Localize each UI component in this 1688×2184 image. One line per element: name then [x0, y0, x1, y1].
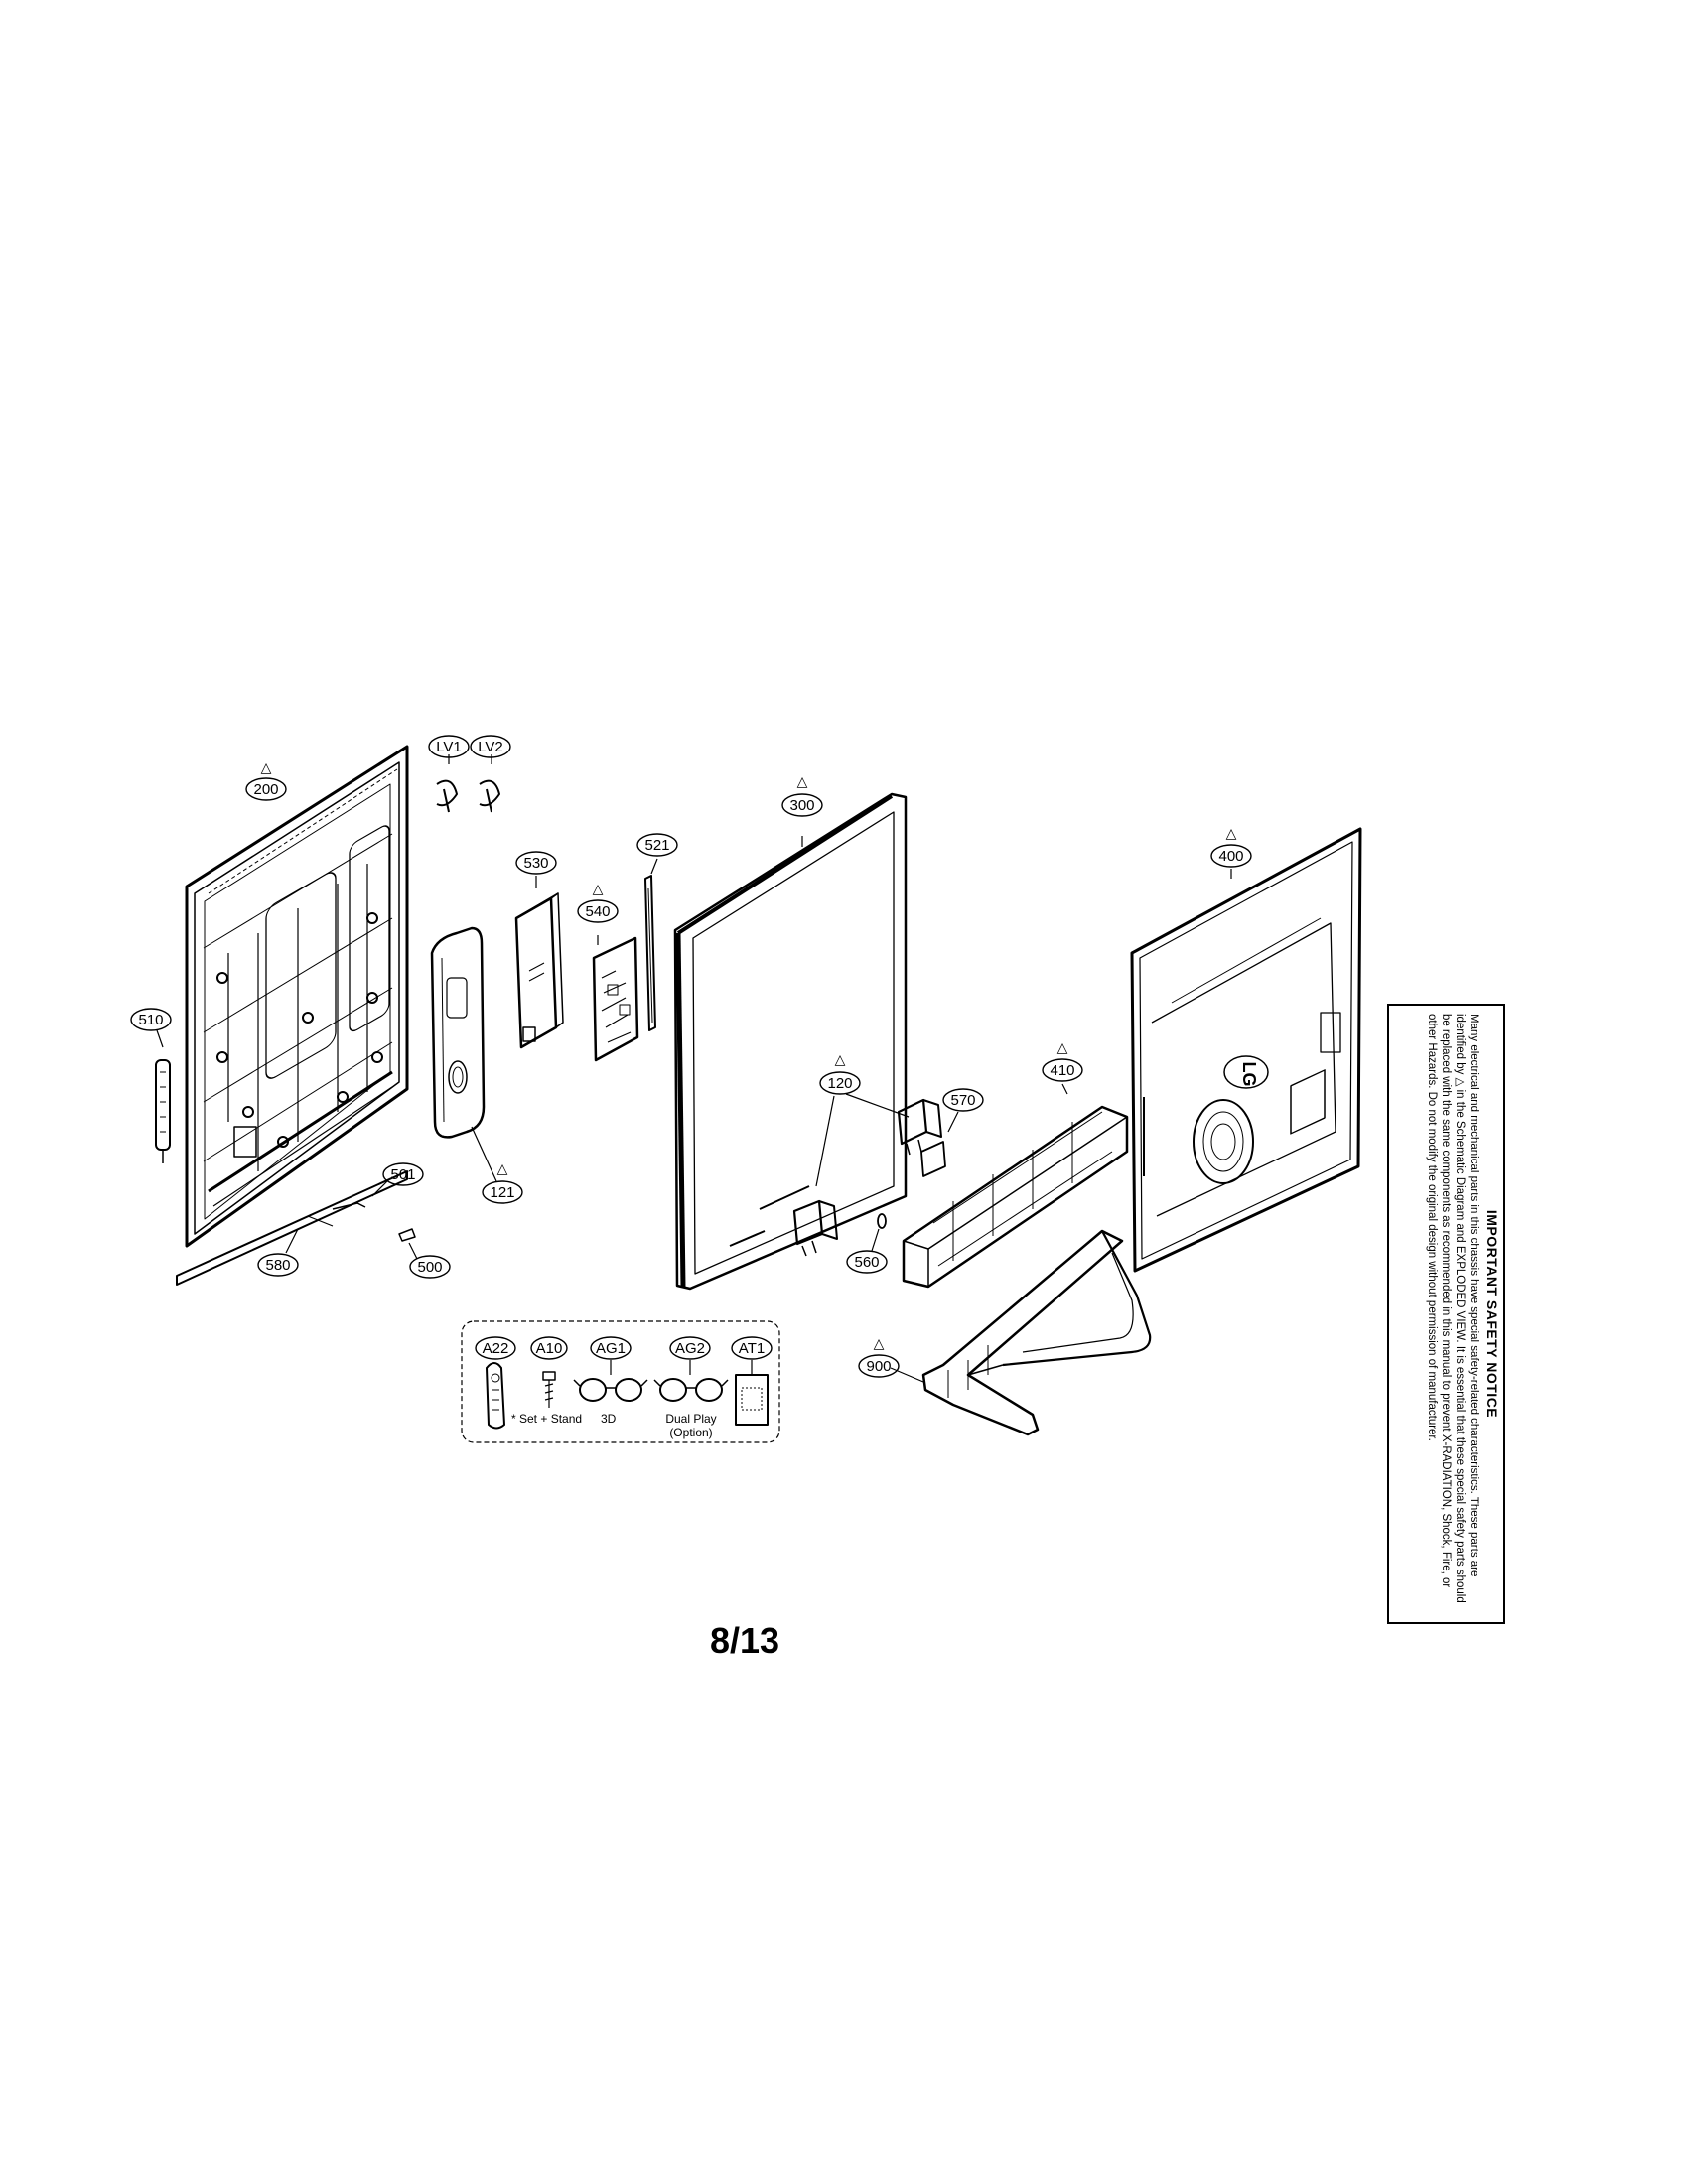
caption-set-stand: * Set + Stand	[511, 1412, 582, 1426]
callout-400: 400	[1218, 848, 1243, 865]
warning-icon: △	[593, 881, 604, 896]
caption-dual-play: Dual Play	[665, 1412, 716, 1426]
part-ag2-glasses-dual-play	[653, 1360, 729, 1402]
callout-410: 410	[1050, 1062, 1074, 1079]
callout-ovals	[130, 735, 1252, 1378]
callout-lv1: LV1	[436, 739, 462, 755]
caption-3d: 3D	[601, 1412, 617, 1426]
warning-icon: △	[835, 1051, 846, 1067]
page-number: 8/13	[709, 1620, 780, 1661]
part-120-brackets	[792, 1093, 942, 1257]
part-121-board-cover	[430, 926, 497, 1182]
part-200-chassis-frame	[185, 745, 409, 1248]
part-a22-remote	[486, 1362, 505, 1430]
callout-570: 570	[950, 1092, 975, 1109]
warning-icon: △	[261, 759, 272, 775]
caption-option: (Option)	[669, 1426, 712, 1439]
part-a10-screw	[542, 1371, 556, 1408]
warning-icon: △	[1057, 1039, 1068, 1055]
part-900-stand-base	[890, 1229, 1152, 1436]
callout-300: 300	[789, 797, 814, 814]
callout-at1: AT1	[739, 1340, 765, 1357]
callout-ag2: AG2	[675, 1340, 705, 1357]
safety-notice-title: IMPORTANT SAFETY NOTICE	[1484, 1209, 1500, 1419]
part-at1-manual	[735, 1360, 769, 1426]
callout-530: 530	[523, 855, 548, 872]
part-521-strip-board	[644, 858, 658, 1031]
warning-icon: △	[497, 1160, 508, 1176]
part-560-sensor	[871, 1213, 887, 1252]
part-580-bottom-bar	[176, 1170, 408, 1286]
part-510-speaker-bar	[155, 1029, 171, 1163]
part-400-back-cover	[1130, 827, 1362, 1273]
accessories-group	[461, 1320, 780, 1443]
callout-540: 540	[585, 903, 610, 920]
callout-580: 580	[265, 1257, 290, 1274]
part-300-display-panel	[673, 792, 908, 1291]
callout-501: 501	[390, 1166, 415, 1183]
callout-900: 900	[866, 1358, 891, 1375]
part-lv1-screw	[436, 754, 458, 813]
callout-121: 121	[490, 1184, 514, 1201]
callout-500: 500	[417, 1259, 442, 1276]
callout-lv2: LV2	[478, 739, 503, 755]
part-410-stand-body	[902, 1083, 1129, 1289]
part-570-connector	[920, 1111, 959, 1177]
warning-icon: △	[797, 773, 808, 789]
lg-logo: LG	[1239, 1062, 1259, 1087]
part-500-connector	[398, 1228, 418, 1260]
warning-icon: △	[1226, 825, 1237, 841]
part-lv2-screw	[479, 754, 500, 813]
callout-521: 521	[644, 837, 669, 854]
callout-200: 200	[253, 781, 278, 798]
callout-120: 120	[827, 1075, 852, 1092]
safety-notice-body: Many electrical and mechanical parts in …	[1426, 1014, 1479, 1603]
part-ag1-glasses-3d	[573, 1360, 648, 1402]
part-540-main-board	[592, 935, 639, 1062]
callout-ag1: AG1	[596, 1340, 626, 1357]
warning-icon: △	[874, 1335, 885, 1351]
callout-560: 560	[854, 1254, 879, 1271]
callout-a22: A22	[483, 1340, 509, 1357]
callout-510: 510	[138, 1012, 163, 1028]
callout-a10: A10	[536, 1340, 563, 1357]
part-530-power-module	[514, 876, 564, 1049]
safety-notice-box: IMPORTANT SAFETY NOTICE Many electrical …	[1387, 1004, 1505, 1624]
part-501-cable	[332, 1178, 390, 1210]
